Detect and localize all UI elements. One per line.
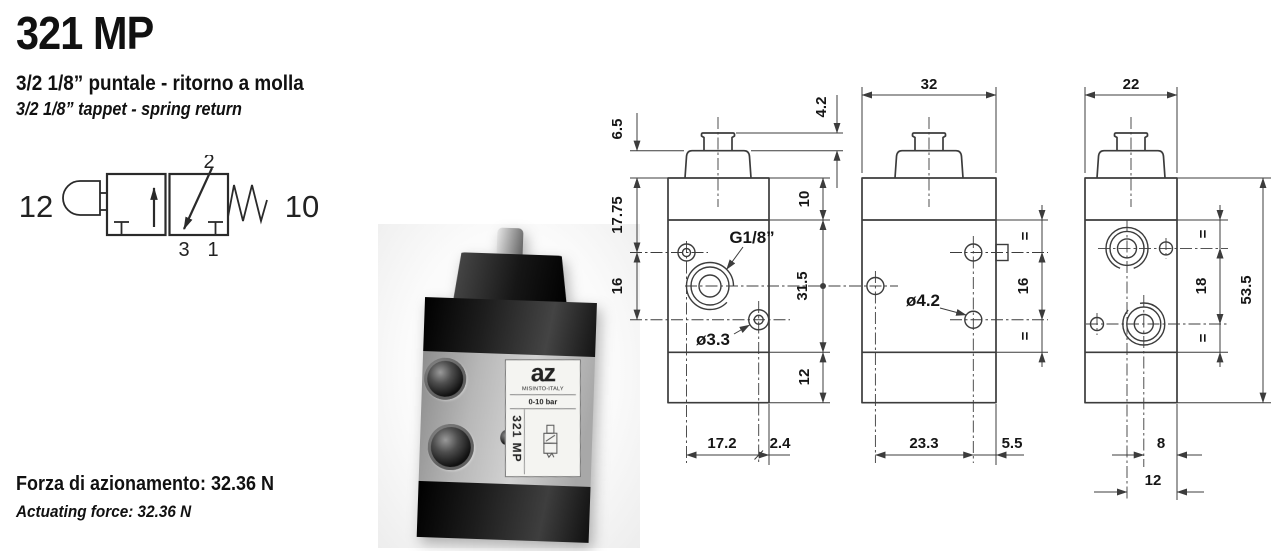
dim-equal-top: = — [1017, 231, 1034, 240]
blocked-port-icon — [208, 221, 223, 235]
valve-body-photo: az MISINTO-ITALY 0-10 bar 321 MP — [413, 225, 604, 547]
label-model-text: 321 MP — [509, 408, 525, 475]
subtitle-italian: 3/2 1/8” puntale - ritorno a molla — [16, 72, 336, 96]
dim-body-width: 22 — [1123, 76, 1140, 93]
brand-logo: az — [530, 359, 556, 388]
dim-hole-spacing: 16 — [609, 278, 626, 295]
symbol-port-3-label: 3 — [178, 239, 189, 261]
side-view-dimension-labels: 32 ø4.2 = 16 = 23.3 5.5 — [906, 76, 1034, 452]
valve-schematic-symbol: 12 10 2 3 1 — [19, 155, 319, 261]
dim-lower-port-edge: 8 — [1157, 435, 1165, 452]
dim-hole-distance: 17.2 — [707, 435, 736, 452]
valve-bottom-band — [416, 480, 591, 543]
actuating-force-english: Actuating force: 32.36 N — [16, 502, 211, 522]
dim-hole-spacing: 16 — [1015, 278, 1032, 295]
symbol-port-2-label: 2 — [203, 155, 214, 173]
actuating-force-italian-text: Forza di azionamento: 32.36 N — [16, 473, 275, 495]
symbol-port-1-label: 1 — [207, 239, 218, 261]
dim-edge-distance: 5.5 — [1002, 435, 1023, 452]
symbol-pilot-12-label: 12 — [19, 189, 53, 224]
dim-equal-top: = — [1195, 229, 1212, 238]
threaded-port-lower — [427, 423, 475, 471]
front-view-centerlines — [630, 117, 898, 463]
valve-block: az MISINTO-ITALY 0-10 bar 321 MP — [416, 297, 597, 543]
tappet-actuator-icon — [62, 180, 107, 216]
symbol-left-cell — [105, 172, 167, 237]
dim-top-hole-offset: 17.75 — [609, 196, 626, 234]
end-view-dimension-labels: 22 = 18 = 53.5 8 12 — [1123, 76, 1255, 489]
dim-body-height: 53.5 — [1238, 275, 1255, 304]
label-symbol-icon — [525, 409, 576, 474]
symbol-pilot-10-label: 10 — [285, 189, 319, 224]
label-pressure-range: 0-10 bar — [509, 394, 576, 409]
side-view: 32 ø4.2 = 16 = 23.3 5.5 — [861, 76, 1048, 465]
dim-mid-section: 31.5 — [794, 271, 811, 300]
side-view-centerlines — [874, 117, 1048, 463]
end-view-extension-lines — [1084, 87, 1271, 500]
dim-equal-bottom: = — [1017, 331, 1034, 340]
end-view-centerlines — [1086, 117, 1228, 500]
valve-top-band — [423, 297, 597, 358]
valve-mid-band: az MISINTO-ITALY 0-10 bar 321 MP — [418, 351, 596, 487]
front-view: 6.5 4.2 17.75 16 10 31.5 12 G1/8” ø3.3 1… — [609, 95, 898, 465]
threaded-port-upper — [423, 357, 467, 401]
dim-hole-distance: 23.3 — [909, 435, 938, 452]
side-view-extension-lines — [861, 87, 1048, 465]
exhaust-arrow — [183, 167, 213, 230]
dim-bottom-section: 12 — [796, 369, 813, 386]
dim-cap-height: 6.5 — [609, 119, 626, 140]
end-view-outline — [1084, 132, 1178, 404]
product-photo: az MISINTO-ITALY 0-10 bar 321 MP — [378, 224, 640, 548]
end-view-dimension-lines — [1084, 91, 1267, 496]
dim-body-width: 32 — [921, 76, 938, 93]
hole-diameter-label: ø4.2 — [906, 291, 940, 310]
side-view-outline — [861, 132, 1009, 404]
technical-drawings: 6.5 4.2 17.75 16 10 31.5 12 G1/8” ø3.3 1… — [609, 76, 1271, 500]
end-view-holes — [1089, 226, 1174, 346]
spring-return-icon — [227, 184, 268, 225]
dim-edge-distance: 2.4 — [770, 435, 792, 452]
front-view-holes — [677, 243, 770, 331]
page-title-text: 321 MP — [16, 7, 154, 59]
end-view: 22 = 18 = 53.5 8 12 — [1084, 76, 1271, 500]
actuating-force-english-text: Actuating force: 32.36 N — [16, 502, 192, 521]
front-view-extension-lines — [630, 132, 843, 465]
dim-port-spacing: 18 — [1193, 278, 1210, 295]
dim-top-section: 10 — [796, 191, 813, 208]
dim-pin-height: 4.2 — [813, 97, 830, 118]
subtitle-english-text: 3/2 1/8” tappet - spring return — [16, 99, 242, 119]
product-label: az MISINTO-ITALY 0-10 bar 321 MP — [504, 359, 581, 478]
front-view-dimension-labels: 6.5 4.2 17.75 16 10 31.5 12 G1/8” ø3.3 1… — [609, 97, 830, 452]
dim-equal-bottom: = — [1195, 333, 1212, 342]
side-view-holes — [866, 243, 983, 329]
subtitle-italian-text: 3/2 1/8” puntale - ritorno a molla — [16, 72, 304, 95]
blocked-port-icon — [114, 221, 129, 235]
front-view-dimension-lines — [633, 95, 841, 460]
label-origin-text: MISINTO-ITALY — [509, 385, 576, 395]
pilot-hole-label: ø3.3 — [696, 330, 730, 349]
side-view-dimension-lines — [861, 91, 1046, 459]
subtitle-english: 3/2 1/8” tappet - spring return — [16, 99, 267, 120]
page-title: 321 MP — [16, 6, 169, 60]
front-view-outline — [667, 132, 770, 404]
dim-upper-port-edge: 12 — [1145, 472, 1162, 489]
port-thread-label: G1/8” — [729, 228, 774, 247]
symbol-right-cell — [168, 167, 230, 237]
actuating-force-italian: Forza di azionamento: 32.36 N — [16, 473, 303, 496]
